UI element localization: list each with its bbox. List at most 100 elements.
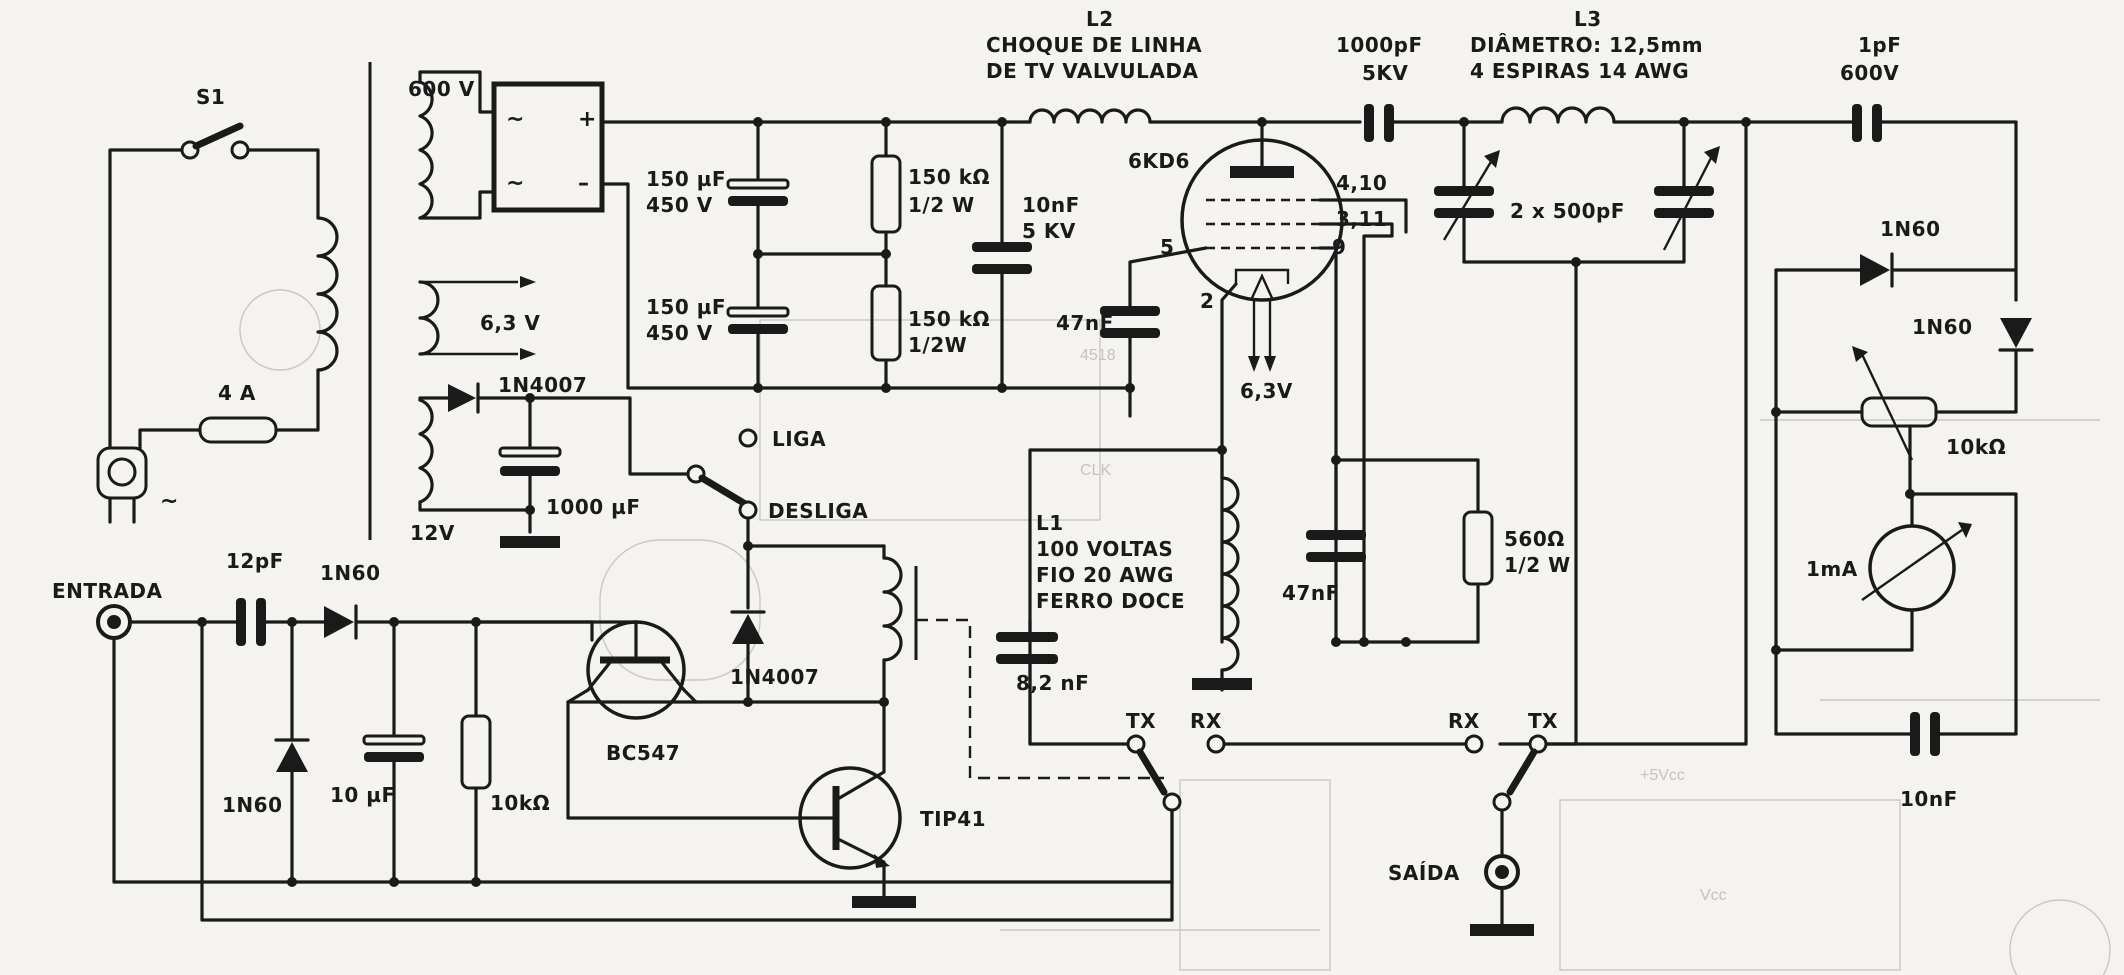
secondary-6v3-winding — [418, 280, 440, 356]
cap-8n2-plate-b — [996, 654, 1058, 664]
cap-1000uf-pos-plate — [498, 446, 562, 458]
fuse-4a — [198, 416, 278, 444]
var-cap-a-plate-b — [1434, 208, 1494, 218]
meter-label: 1mA — [1806, 557, 1858, 581]
cap-47nf-a-plate-b — [1100, 328, 1160, 338]
cap-47nf-b-label: 47nF — [1282, 581, 1340, 605]
cap-1000uf-label: 1000 µF — [546, 495, 641, 519]
cap-8n2-plate-a — [996, 632, 1058, 642]
l2-coil — [1028, 108, 1152, 124]
rf-meter: 1N60 1N60 10kΩ 1mA 10nF — [1771, 217, 2034, 811]
tube-pin-4-10: 4,10 — [1336, 171, 1387, 195]
rx-b-contact — [1464, 734, 1484, 754]
cap-12pf-plate-b — [256, 598, 266, 646]
tip41-label: TIP41 — [920, 807, 986, 831]
switch-desliga-label: DESLIGA — [768, 499, 868, 523]
l2-choke: L2 CHOQUE DE LINHA DE TV VALVULADA — [986, 7, 1362, 127]
diode-1n60-a-label: 1N60 — [1880, 217, 1941, 241]
svg-text:CLK: CLK — [1080, 462, 1111, 479]
secondary-6v3-label: 6,3 V — [480, 311, 540, 335]
ground-cathode — [1192, 678, 1252, 690]
l3-label: L3 — [1574, 7, 1602, 31]
modulation-input: ENTRADA 12pF 1N60 1N60 10 µF 10kΩ — [52, 549, 1174, 922]
rx-b-label: RX — [1448, 709, 1480, 733]
cap-10nf-b-plate-b — [1930, 712, 1940, 756]
ground-tip41 — [852, 896, 916, 908]
l1-turns: 100 VOLTAS — [1036, 537, 1173, 561]
cap-10nf-5kv-plate-a — [972, 242, 1032, 252]
cap-150uf-a-label: 150 µF — [646, 167, 726, 191]
tube-anode — [1230, 166, 1294, 178]
secondary-12v-label: 12V — [410, 521, 455, 545]
tube-pin-2: 2 — [1200, 289, 1214, 313]
rx-a-contact — [1206, 734, 1226, 754]
res-150k-a-watt: 1/2 W — [908, 193, 975, 217]
cap-47nf-a-plate-a — [1100, 306, 1160, 316]
cap-47nf-b-plate-b — [1306, 552, 1366, 562]
res-10k — [460, 714, 492, 790]
tube-pin-5: 5 — [1160, 235, 1174, 259]
diode-1n4007-b-label: 1N4007 — [730, 665, 819, 689]
res-560-watt: 1/2 W — [1504, 553, 1571, 577]
bridge-plus-terminal: + — [578, 107, 596, 132]
fuse-label: 4 A — [218, 381, 256, 405]
tx-rx-switch: TX RX RX TX SAÍDA — [1126, 709, 1558, 936]
pot-10k — [1860, 396, 1938, 428]
tube-pin-9: 9 — [1332, 235, 1346, 259]
cap-10nf-5kv-plate-b — [972, 264, 1032, 274]
tube-heater — [1250, 273, 1274, 299]
hv-supply: ~ ~ + – 150 µF 450 V 150 µF 450 V 150 kΩ… — [491, 81, 1132, 393]
diode-1n4007-a-label: 1N4007 — [498, 373, 587, 397]
cap-1000pf-label: 1000pF — [1336, 33, 1423, 57]
cap-47nf-b-plate-a — [1306, 530, 1366, 540]
cap-10uf-neg-plate — [364, 752, 424, 762]
tx-rx-lever-b[interactable] — [1506, 748, 1538, 796]
cap-150uf-a-neg-plate — [728, 196, 788, 206]
ground-output — [1470, 924, 1534, 936]
res-10k-label: 10kΩ — [490, 791, 550, 815]
tube-cathode — [1234, 268, 1290, 284]
cap-10uf-pos-plate — [362, 734, 426, 746]
secondary-600v-winding — [418, 80, 434, 220]
svg-text:Vcc: Vcc — [1700, 887, 1727, 904]
cap-150uf-a-pos-plate — [726, 178, 790, 190]
cap-150uf-b-pos-plate — [726, 306, 790, 318]
tx-rx-lever-a[interactable] — [1136, 748, 1168, 796]
secondary-600v-label: 600 V — [408, 77, 475, 101]
tube-6kd6: 6KD6 4,10 3,11 9 5 2 6,3V 47nF — [1056, 120, 1408, 644]
l2-desc-line2: DE TV VALVULADA — [986, 59, 1198, 83]
cap-1000uf-neg-plate — [500, 466, 560, 476]
cap-12pf-label: 12pF — [226, 549, 284, 573]
cap-1pf-plate-a — [1852, 104, 1862, 142]
rx-a-label: RX — [1190, 709, 1222, 733]
cap-1000pf-plate-b — [1384, 104, 1394, 142]
saida-label: SAÍDA — [1388, 861, 1460, 885]
cap-8n2-label: 8,2 nF — [1016, 671, 1089, 695]
l1-coil — [1220, 476, 1240, 672]
cap-10nf-b-label: 10nF — [1900, 787, 1958, 811]
l1-wire: FIO 20 AWG — [1036, 563, 1174, 587]
res-150k-b-label: 150 kΩ — [908, 307, 990, 331]
cap-10nf-voltage: 5 KV — [1022, 219, 1076, 243]
switch-liga-label: LIGA — [772, 427, 826, 451]
res-150k-b-watt: 1/2W — [908, 333, 967, 357]
diode-1n60-c-label: 1N60 — [320, 561, 381, 585]
plug-ac-symbol: ~ — [160, 489, 178, 514]
svg-text:+5Vcc: +5Vcc — [1640, 767, 1685, 784]
cap-1pf-label: 1pF — [1858, 33, 1901, 57]
tx-b-contact — [1528, 734, 1548, 754]
cap-12pf-plate-a — [236, 598, 246, 646]
var-cap-label: 2 x 500pF — [1510, 199, 1625, 223]
diode-1n60-c — [324, 606, 354, 638]
bridge-ac-terminal-b: ~ — [506, 171, 524, 196]
tx-b-label: TX — [1528, 709, 1558, 733]
transistor-tip41 — [798, 766, 902, 870]
var-cap-b-plate-a — [1654, 186, 1714, 196]
diode-1n60-d-label: 1N60 — [222, 793, 283, 817]
tube-pin-3-11: 3,11 — [1336, 207, 1387, 231]
cap-150uf-b-label: 150 µF — [646, 295, 726, 319]
pot-10k-label: 10kΩ — [1946, 435, 2006, 459]
relay-supply: 1N4007 1000 µF LIGA DESLIGA — [418, 373, 886, 548]
mains-input: ~ S1 4 A — [96, 62, 372, 540]
cap-150uf-b-voltage: 450 V — [646, 321, 713, 345]
